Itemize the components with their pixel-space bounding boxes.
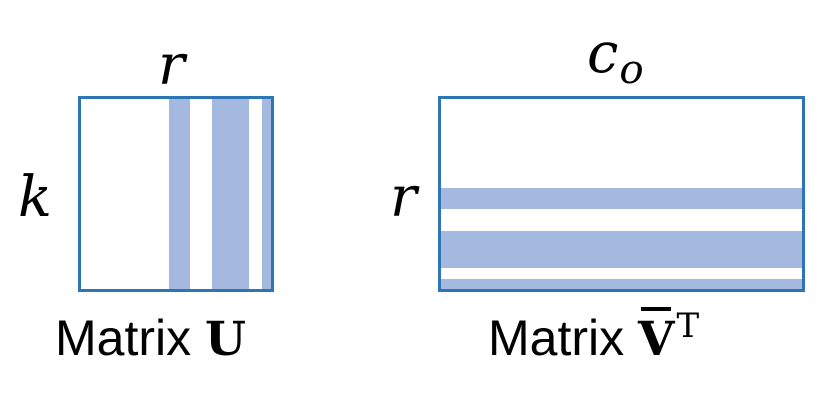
matrix-v-box [438,96,805,292]
matrix-v-column-label-subscript: o [619,46,644,94]
matrix-u-caption-symbol: U [205,312,247,367]
matrix-v-caption-symbol-wrap: V [638,307,674,363]
matrix-v-overbar [641,307,672,311]
matrix-v-row-label: r [390,165,417,230]
matrix-v-column-label-base: c [587,21,619,86]
matrix-v-row-band-3 [441,279,802,289]
matrix-u-column-label: r [158,33,185,98]
matrix-v-column-label: co [587,26,644,90]
matrix-u-caption-text: Matrix [55,310,192,366]
matrix-u-column-band-2 [212,99,249,289]
matrix-u-row-label: k [18,165,52,230]
matrix-u-box [78,96,274,292]
matrix-v-caption-superscript: T [676,306,700,346]
matrix-v-caption-text: Matrix [488,310,625,366]
matrix-u-caption: Matrix U [55,313,246,363]
matrix-v-caption-symbol: V [638,312,675,367]
matrix-u-column-band-1 [169,99,190,289]
matrix-v-row-band-2 [441,231,802,268]
matrix-u-column-band-3 [262,99,271,289]
matrix-v-caption: Matrix V T [488,307,699,366]
matrix-v-row-band-1 [441,188,802,209]
